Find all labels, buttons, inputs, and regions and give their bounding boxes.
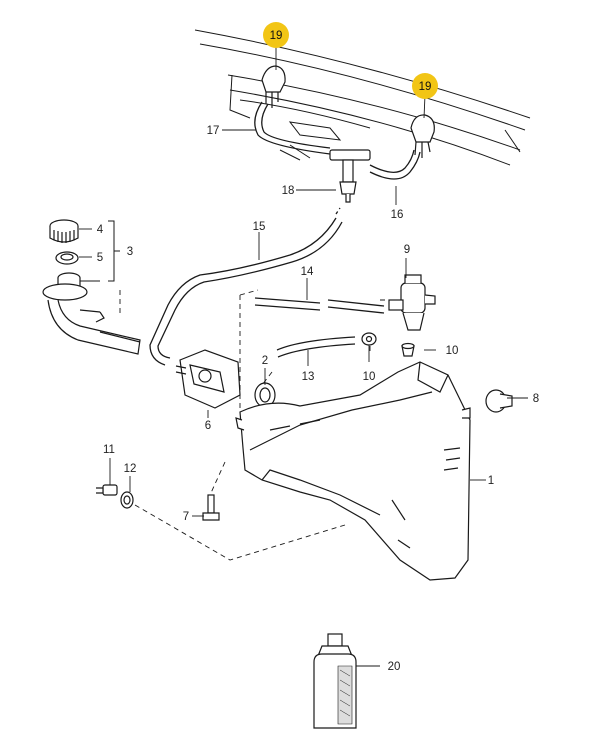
t-connector-18[interactable] xyxy=(329,149,371,203)
leader-lines xyxy=(79,46,528,667)
callout-16[interactable]: 16 xyxy=(391,209,404,221)
washer-nozzle-left[interactable] xyxy=(261,65,286,108)
callout-9[interactable]: 9 xyxy=(404,244,410,256)
filler-cap-4[interactable] xyxy=(49,219,79,243)
callout-5[interactable]: 5 xyxy=(97,252,103,264)
callout-19-left[interactable]: 19 xyxy=(270,30,283,42)
filler-neck[interactable] xyxy=(42,272,141,355)
callout-14[interactable]: 14 xyxy=(301,266,314,278)
hose-13[interactable] xyxy=(276,336,356,358)
callout-12[interactable]: 12 xyxy=(124,463,137,475)
callout-4[interactable]: 4 xyxy=(97,224,104,236)
washer-fluid-bottle-20[interactable] xyxy=(313,633,357,729)
callout-10-right[interactable]: 10 xyxy=(446,345,459,357)
washer-reservoir-1[interactable] xyxy=(235,361,471,581)
group-bracket-3 xyxy=(108,220,120,282)
callout-18[interactable]: 18 xyxy=(282,185,295,197)
seal-ring-5[interactable] xyxy=(55,251,79,265)
callout-19-right-highlight xyxy=(412,73,438,99)
dashed-guide-lines xyxy=(119,289,400,561)
callout-3[interactable]: 3 xyxy=(127,246,133,258)
washer-nozzle-right[interactable] xyxy=(410,114,435,158)
callout-17[interactable]: 17 xyxy=(207,125,220,137)
hose-15[interactable] xyxy=(149,207,343,366)
callout-19-left-highlight xyxy=(263,22,289,48)
callout-1[interactable]: 1 xyxy=(488,475,494,487)
callout-11[interactable]: 11 xyxy=(103,444,115,456)
callout-7[interactable]: 7 xyxy=(183,511,189,523)
callout-13[interactable]: 13 xyxy=(302,371,315,383)
bolt-7[interactable] xyxy=(202,494,220,521)
callout-20[interactable]: 20 xyxy=(388,661,401,673)
callout-labels: 19 19 17 18 16 15 4 3 5 9 14 10 2 13 10 … xyxy=(97,30,539,673)
callout-8[interactable]: 8 xyxy=(533,393,539,405)
hose-14[interactable] xyxy=(254,297,385,314)
plug-8[interactable] xyxy=(485,389,513,413)
grommet-10-lower[interactable] xyxy=(401,342,415,357)
hose-16[interactable] xyxy=(369,149,421,180)
washer-pump-9[interactable] xyxy=(388,274,436,331)
seal-12[interactable] xyxy=(120,491,134,509)
bracket-6[interactable] xyxy=(175,349,241,409)
windshield-cowl xyxy=(194,29,531,166)
hose-17[interactable] xyxy=(254,101,331,155)
grommet-10-upper[interactable] xyxy=(361,332,377,346)
level-sensor-11[interactable] xyxy=(96,484,118,496)
callout-19-right[interactable]: 19 xyxy=(419,81,432,93)
callout-2[interactable]: 2 xyxy=(262,355,268,367)
callout-10-lower[interactable]: 10 xyxy=(363,371,376,383)
callout-6[interactable]: 6 xyxy=(205,420,211,432)
callout-15[interactable]: 15 xyxy=(253,221,266,233)
